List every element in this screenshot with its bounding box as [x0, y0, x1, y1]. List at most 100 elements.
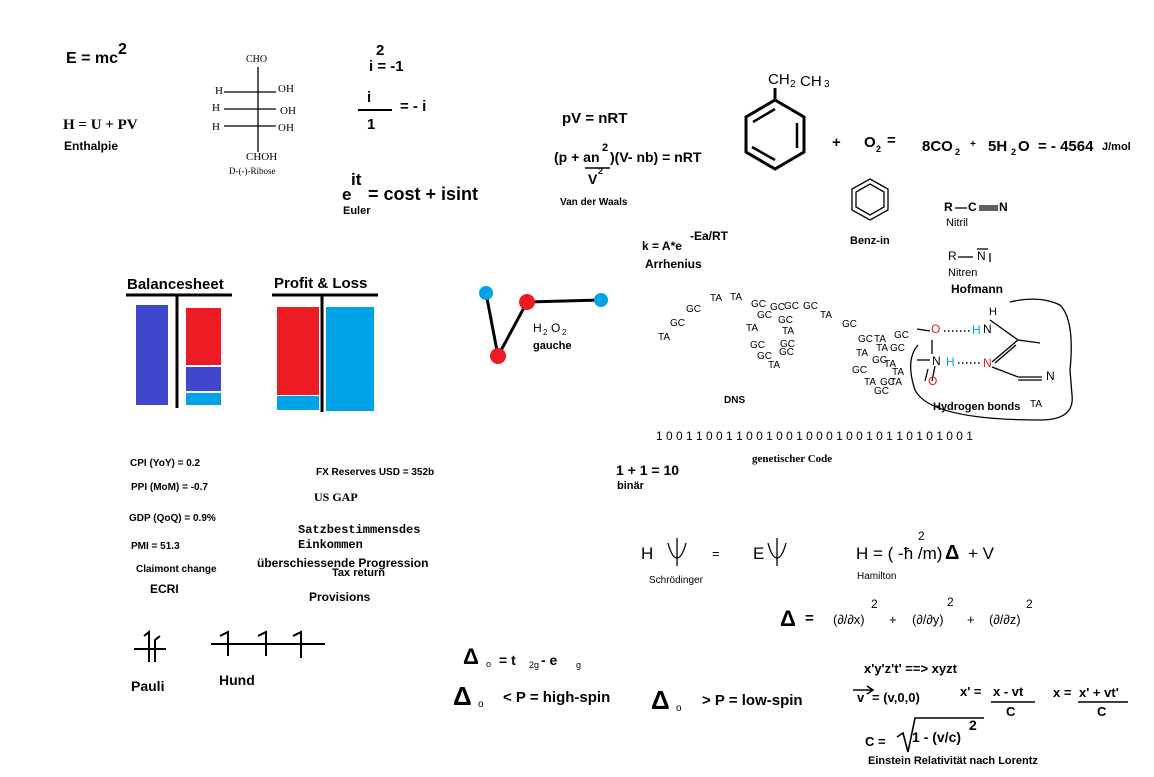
plus-sign: +	[967, 612, 975, 627]
hamiltonian-exp: 2	[918, 529, 925, 543]
emc2-formula: E = mc	[66, 50, 119, 67]
equals-sign: =	[887, 132, 896, 149]
base-pair: GC	[750, 340, 765, 351]
base-pair: GC	[858, 334, 873, 345]
delta-o-symbol: Δ	[453, 681, 472, 711]
base-pair: GC	[686, 304, 701, 315]
base-pair: TA	[876, 343, 889, 354]
progression: überschiessende Progression	[257, 556, 429, 570]
hbond-oxygen: O	[931, 322, 941, 336]
hydrogen-atom	[594, 293, 608, 307]
peroxide-label: gauche	[533, 340, 572, 352]
base-pair: TA	[658, 332, 671, 343]
i-fraction-denominator: 1	[367, 116, 376, 133]
hamilton-label: Hamilton	[857, 571, 897, 582]
t2g-sub: 2g	[529, 660, 540, 670]
vdw-denominator-exponent: 2	[598, 166, 604, 176]
hbond-nitrogen: N	[932, 354, 941, 368]
euler-exponent: it	[351, 170, 362, 189]
energy-unit: J/mol	[1102, 141, 1131, 153]
us-gap: US GAP	[314, 490, 358, 504]
nitrene-r: R	[948, 249, 957, 263]
equity-block	[186, 367, 221, 391]
oxygen-atom	[519, 294, 535, 310]
oxygen-o: O	[864, 134, 876, 151]
low-spin: > P = low-spin	[702, 692, 803, 709]
base-pair: GC	[751, 299, 766, 310]
oxygen-atom	[490, 348, 506, 364]
hbond-nitrogen: N	[983, 356, 992, 370]
pnl-title: Profit & Loss	[274, 275, 368, 292]
hund-label: Hund	[219, 672, 255, 688]
ribose-choh: CHOH	[246, 151, 278, 163]
base-pair: GC	[779, 347, 794, 358]
nitrene-bonds	[958, 248, 991, 262]
hbond-hydrogen: H	[946, 355, 955, 369]
base-pair: TA	[820, 310, 833, 321]
pmi-stat: PMI = 51.3	[131, 541, 180, 552]
base-pair: GC	[890, 343, 905, 354]
binary-sum: 1 + 1 = 10	[616, 462, 680, 478]
partial-x-exp: 2	[871, 597, 878, 611]
i-squared-exponent: 2	[376, 42, 385, 59]
base-pair: TA	[864, 377, 877, 388]
toluene-ring	[744, 88, 806, 171]
hbond-hydrogen: H	[972, 323, 981, 337]
hbond-label: Hydrogen bonds	[933, 401, 1021, 413]
base-pair: GC	[757, 351, 772, 362]
h2o-sub: 2	[1011, 147, 1017, 157]
base-pair: GC	[778, 315, 793, 326]
ribose-h: H	[212, 121, 220, 133]
base-pair: TA	[856, 348, 869, 359]
hbond-h-top: H	[989, 306, 997, 318]
eg-sub: g	[576, 660, 582, 670]
satz-line1: Satzbestimmensdes	[298, 523, 421, 537]
i-fraction-result: = - i	[400, 98, 427, 115]
tax-return: Tax return	[332, 567, 385, 579]
base-pair: TA	[746, 323, 759, 334]
assets-block	[136, 305, 168, 405]
base-pair: TA	[768, 360, 781, 371]
gamma-lhs: C =	[865, 734, 886, 749]
vdw-label: Van der Waals	[560, 197, 628, 208]
peroxide-o: O	[551, 321, 561, 335]
fx-reserves: FX Reserves USD = 352b	[316, 467, 435, 478]
emc2-exponent: 2	[118, 41, 127, 58]
base-pair: GC	[803, 301, 818, 312]
plus-sign: +	[832, 134, 841, 151]
schrodinger-e: E	[753, 544, 765, 563]
balance-sheet-title: Balancesheet	[127, 276, 224, 293]
hofmann-label: Hofmann	[951, 282, 1003, 296]
peroxide-o-sub: 2	[562, 328, 567, 337]
ethyl-ch3: CH	[800, 73, 822, 90]
arrhenius-formula: k = A*e	[642, 239, 682, 253]
ethyl-sub3: 3	[824, 79, 830, 90]
peroxide-h-sub: 2	[543, 328, 548, 337]
delta-o-sub: o	[486, 659, 492, 669]
provisions-block	[186, 393, 221, 405]
ecri-stat: ECRI	[150, 582, 179, 596]
i-squared: i = -1	[369, 58, 404, 75]
combustion-energy: = - 4564	[1038, 138, 1094, 155]
arrhenius-exponent: -Ea/RT	[690, 229, 729, 243]
ribose-oh: OH	[278, 83, 294, 95]
vdw-exponent: 2	[602, 142, 609, 154]
enthalpy-label: Enthalpie	[64, 139, 119, 153]
ribose-skeleton	[224, 67, 276, 152]
delta-o-sub: o	[676, 703, 682, 714]
base-pair: GC	[842, 319, 857, 330]
vdw-denominator: V	[588, 171, 598, 187]
vdw-rhs: )(V- nb) = nRT	[610, 149, 702, 165]
ppi-stat: PPI (MoM) = -0.7	[131, 482, 208, 493]
profit-block	[277, 396, 319, 410]
psi-symbols	[667, 538, 787, 566]
xprime-den: C	[1006, 704, 1016, 719]
base-pair: TA	[710, 293, 723, 304]
base-pair: TA	[874, 334, 887, 345]
base-pair: GC	[852, 365, 867, 376]
hydrogen-bond-structure	[910, 298, 1073, 421]
partial-y: (∂/∂y)	[912, 612, 944, 627]
xprime-lhs: x' =	[960, 684, 982, 699]
relativity-label: Einstein Relativität nach Lorentz	[868, 755, 1038, 767]
